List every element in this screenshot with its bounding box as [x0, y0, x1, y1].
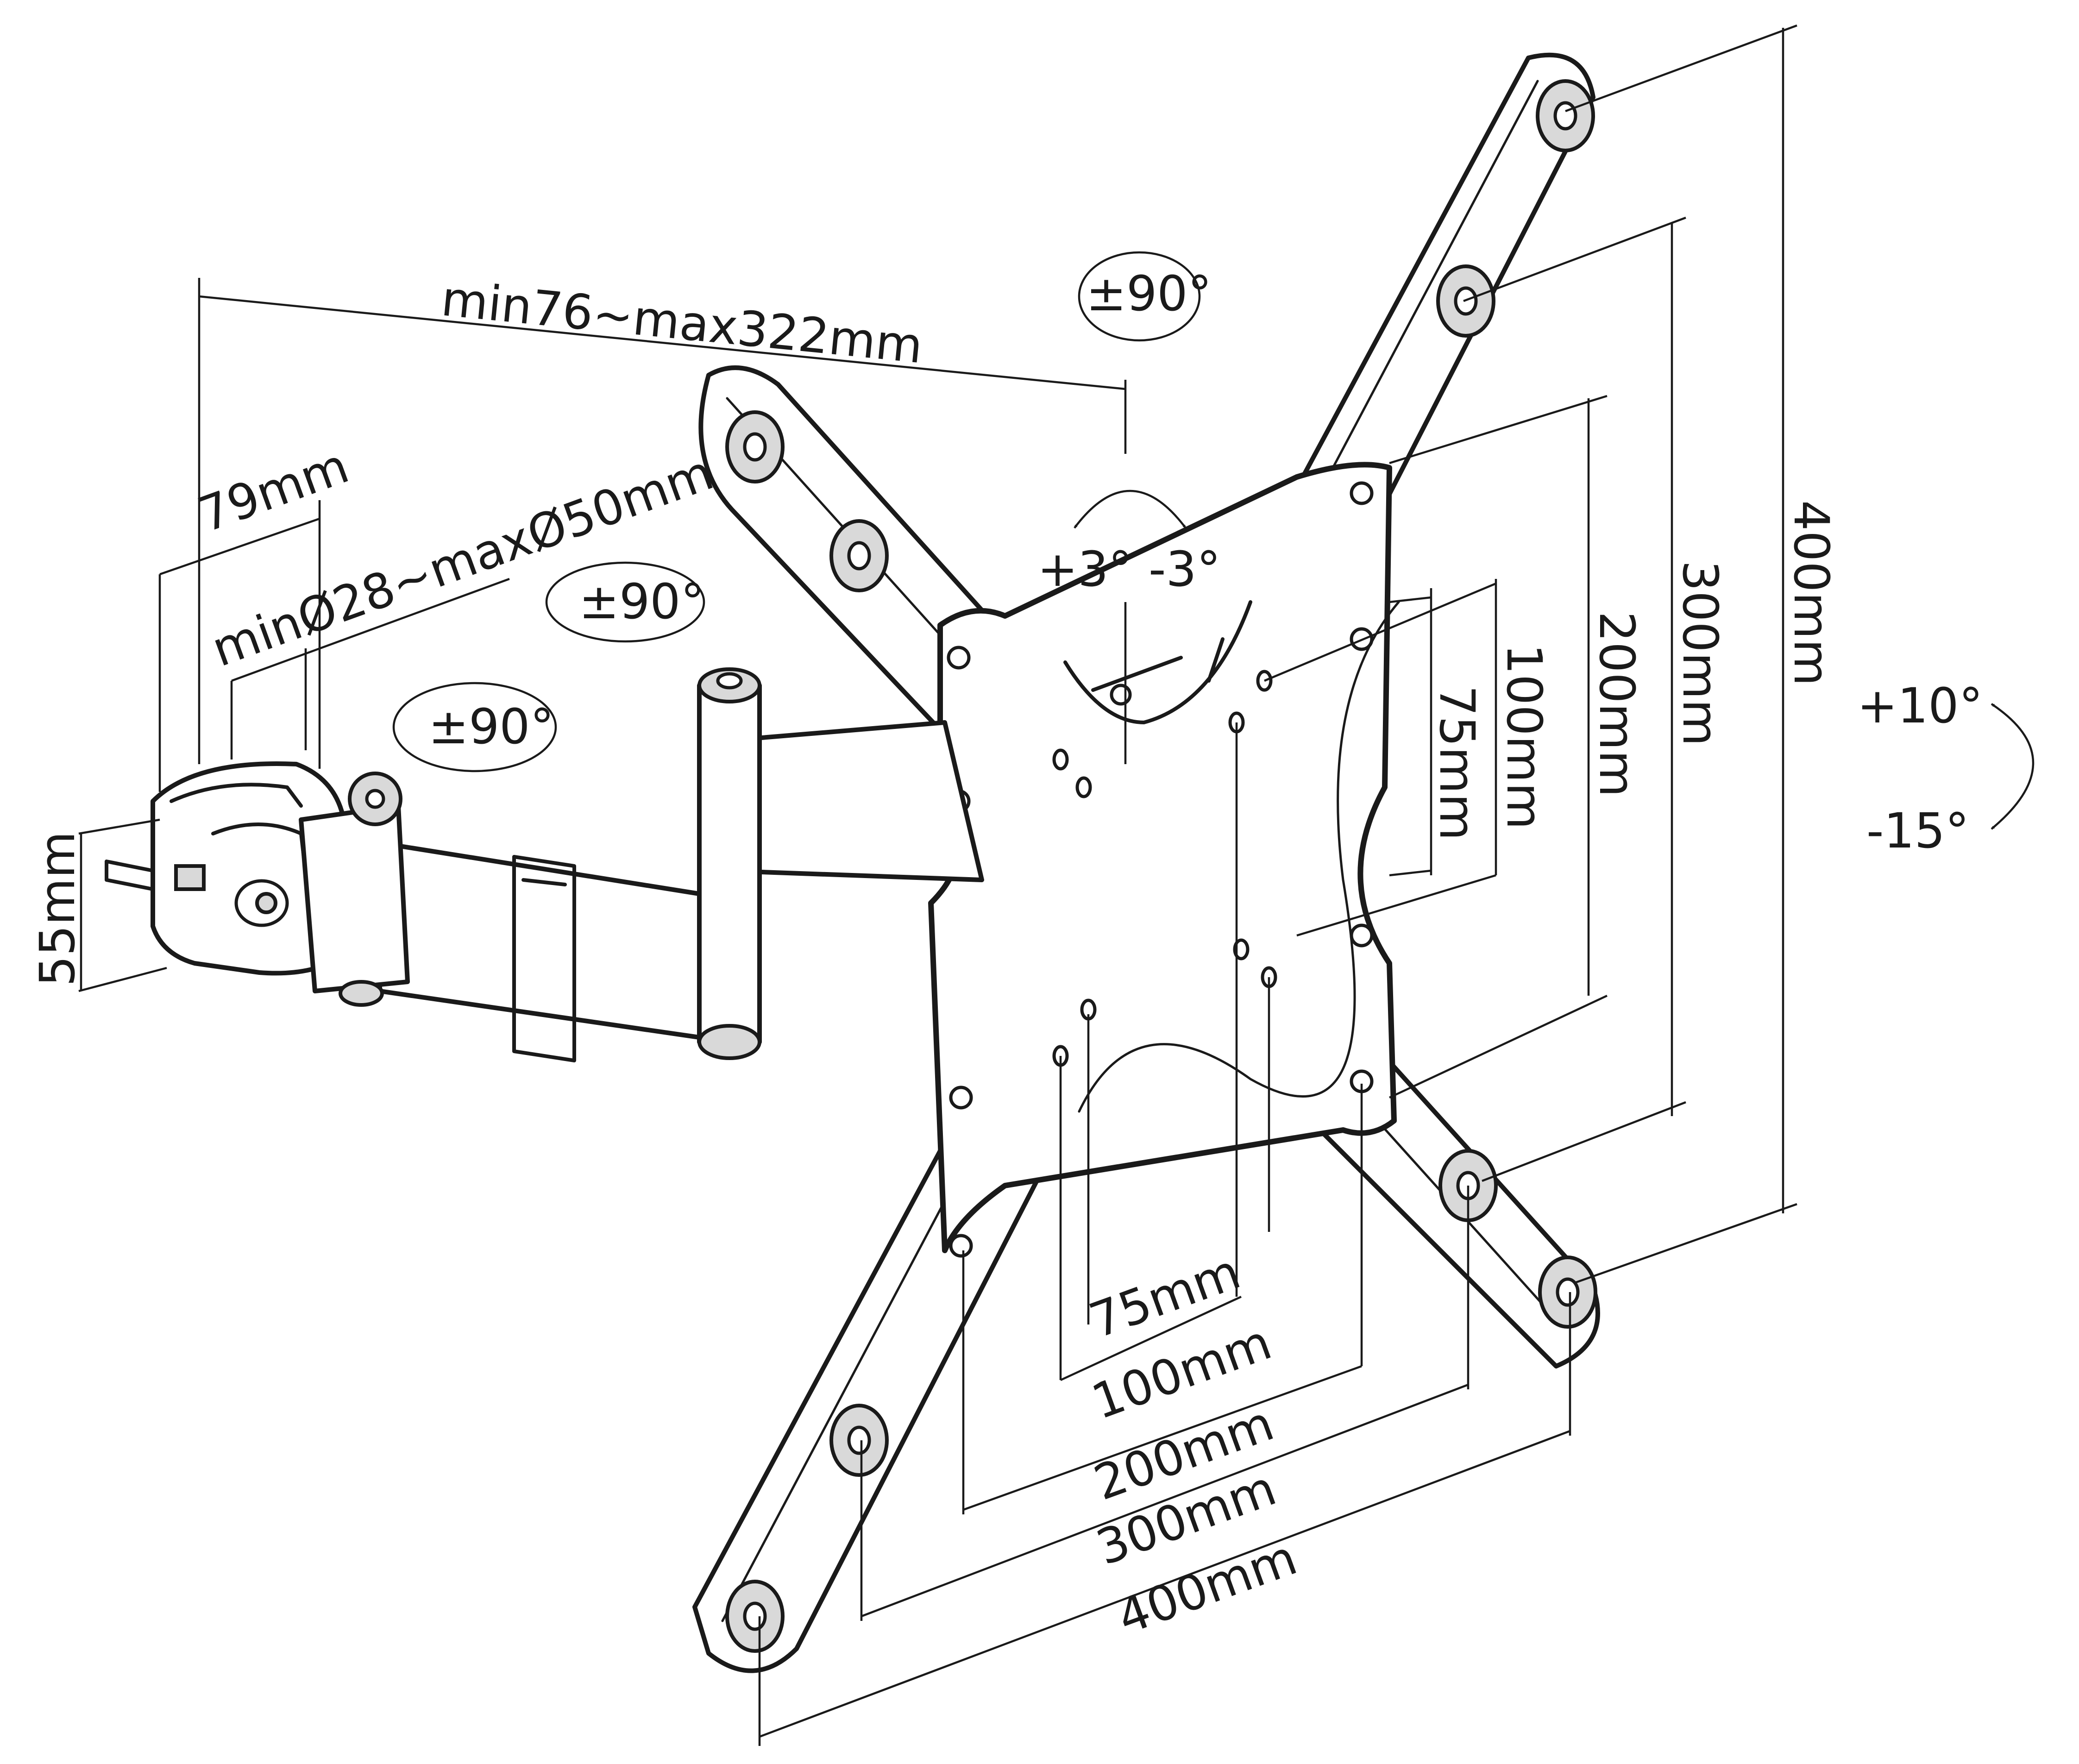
clamp-bolt — [105, 860, 155, 891]
clamp-width-label: 79mm — [191, 437, 356, 543]
pivot-cylinder — [697, 683, 762, 1044]
dimension-lines — [78, 24, 2035, 1746]
tilt-label-plus10: +10° — [1857, 678, 1983, 734]
arm-inner-segment — [377, 841, 702, 1040]
articulating-arm — [105, 667, 984, 1062]
vesa-holes — [1052, 670, 1277, 1067]
tilt-label-minus15: -15° — [1866, 803, 1969, 859]
tilt-label-minus3: -3° — [1149, 541, 1221, 597]
rotation-label-top: ±90° — [1086, 265, 1212, 322]
center-plate — [928, 462, 1397, 1253]
tilt-hinge — [1063, 600, 1252, 724]
vesa-vertical-300: 300mm — [1672, 560, 1728, 746]
arm-extension-label: min76~max322mm — [439, 270, 925, 374]
vesa-vertical-400: 400mm — [1783, 500, 1840, 686]
vesa-vertical-75: 75mm — [1429, 685, 1485, 841]
vesa-vertical-100: 100mm — [1496, 644, 1552, 829]
rotation-label-lower: ±90° — [428, 698, 554, 755]
vesa-vertical-200: 200mm — [1589, 611, 1645, 797]
cable-clip — [512, 855, 576, 1062]
clamp-height-label: 55mm — [29, 831, 86, 986]
tilt-label-plus3: +3° — [1037, 541, 1132, 597]
vesa-bracket — [692, 52, 1600, 1673]
rotation-label-middle: ±90° — [579, 573, 704, 630]
clamp-joint — [299, 804, 410, 993]
